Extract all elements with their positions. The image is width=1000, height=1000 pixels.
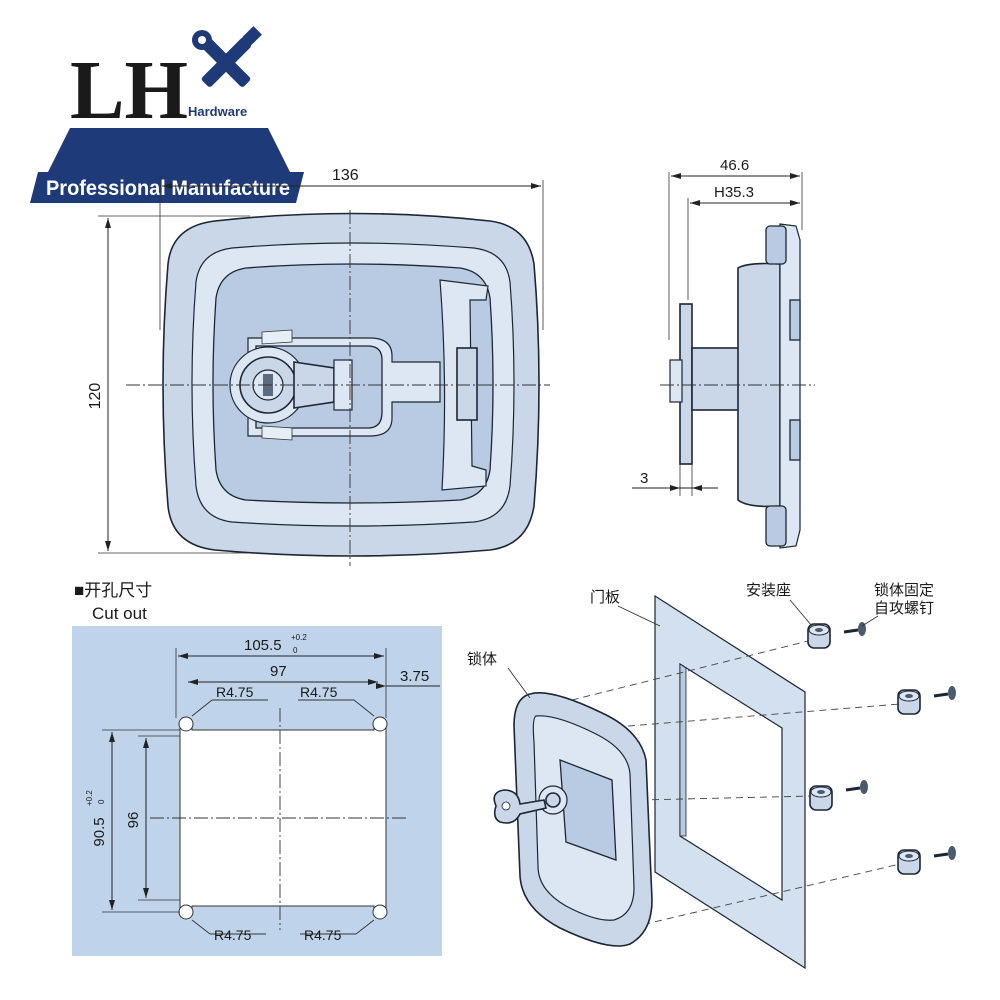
brand-logo: LH Hardware Professional Manufacture bbox=[30, 26, 304, 203]
front-view: 136 120 bbox=[87, 167, 550, 566]
tagline: Professional Manufacture bbox=[46, 177, 290, 200]
cutout-height-inner: 96 bbox=[125, 812, 142, 829]
cutout-width-inner: 97 bbox=[270, 663, 287, 680]
radius-bottom-left: R4.75 bbox=[214, 927, 252, 943]
mount-seat-2 bbox=[897, 689, 921, 715]
cutout-width-tol-bottom: 0 bbox=[293, 646, 298, 655]
cutout-height-tol-top: +0.2 bbox=[85, 790, 94, 806]
label-door-panel: 门板 bbox=[590, 588, 620, 606]
crossed-tools-icon bbox=[192, 26, 262, 87]
cutout-title-cn: ■开孔尺寸 bbox=[74, 581, 152, 600]
front-height-dim: 120 bbox=[87, 383, 104, 410]
mount-seat-1 bbox=[807, 623, 831, 649]
side-h-dim: H35.3 bbox=[714, 184, 754, 201]
logo-sub: Hardware bbox=[188, 104, 247, 119]
label-screw-line2: 自攻螺钉 bbox=[874, 600, 934, 617]
cutout-section: ■开孔尺寸 Cut out 105.5 +0.2 0 97 3.75 R4.75 bbox=[72, 581, 442, 956]
side-view: 46.6 H35.3 3 bbox=[632, 157, 815, 549]
logo-trapezoid bbox=[48, 128, 290, 172]
screw-icon bbox=[843, 622, 866, 636]
cutout-height-outer: 90.5 bbox=[91, 817, 108, 846]
screw-icon bbox=[933, 846, 956, 860]
radius-top-right: R4.75 bbox=[300, 684, 338, 700]
screw-icon bbox=[933, 686, 956, 700]
logo-letters: LH bbox=[70, 44, 188, 137]
cutout-offset: 3.75 bbox=[400, 668, 429, 685]
front-width-dim: 136 bbox=[332, 167, 359, 184]
label-screw-line1: 锁体固定 bbox=[874, 582, 934, 599]
mount-seat-3 bbox=[809, 785, 833, 811]
label-mount-seat: 安装座 bbox=[746, 582, 791, 599]
cutout-width-outer: 105.5 bbox=[244, 637, 282, 654]
label-lock-body: 锁体 bbox=[467, 651, 497, 668]
key-icon bbox=[493, 789, 547, 824]
screw-icon bbox=[845, 780, 868, 794]
radius-top-left: R4.75 bbox=[216, 684, 254, 700]
side-plate-dim: 3 bbox=[640, 470, 648, 487]
side-depth-dim: 46.6 bbox=[720, 157, 749, 174]
exploded-view: 门板 锁体 bbox=[467, 582, 956, 970]
cutout-width-tol-top: +0.2 bbox=[291, 633, 307, 642]
cutout-title-en: Cut out bbox=[92, 604, 147, 623]
mount-seat-4 bbox=[897, 849, 921, 875]
radius-bottom-right: R4.75 bbox=[304, 927, 342, 943]
cutout-height-tol-bottom: 0 bbox=[97, 799, 106, 804]
